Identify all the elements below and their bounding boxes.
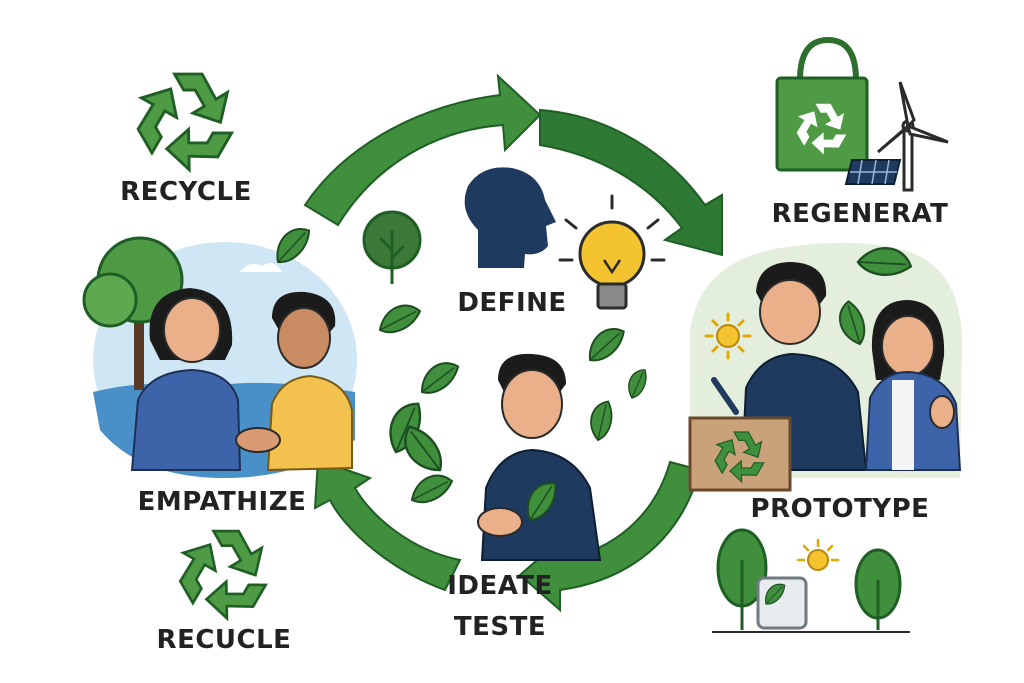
label-regenerat: REGENERAT — [771, 199, 949, 229]
label-teste: TESTE — [453, 612, 547, 642]
leaf-icon — [405, 469, 457, 508]
sun-icon — [796, 538, 840, 571]
ideate-scene — [378, 353, 602, 561]
wind-turbine-icon — [877, 81, 949, 192]
solar-panel-icon — [844, 159, 902, 185]
label-recucle: RECUCLE — [156, 625, 292, 655]
shopping-bag-icon — [775, 36, 869, 172]
prototype-scene — [688, 242, 962, 492]
cycle-arrow-bottom — [518, 460, 702, 613]
sun-icon — [704, 312, 752, 360]
empathize-scene — [82, 236, 357, 478]
head-profile-icon — [464, 167, 556, 268]
label-prototype: PROTOTYPE — [750, 494, 930, 524]
leaf-icon — [413, 355, 465, 400]
cycle-arrow-right — [539, 108, 723, 257]
leaf-icon — [621, 365, 653, 402]
label-ideate: IDEATE — [447, 571, 553, 601]
lightbulb-icon — [558, 194, 666, 310]
label-empathize: EMPATHIZE — [137, 487, 307, 517]
cycle-arrows — [303, 73, 723, 613]
tree-icon — [362, 210, 422, 284]
recycle-icon — [169, 531, 266, 627]
label-define: DEFINE — [457, 288, 567, 318]
tree-icon — [854, 548, 902, 630]
garden-scene — [712, 528, 910, 633]
leaf-icon — [373, 299, 425, 338]
tree-icon — [716, 528, 768, 630]
recycle-icon — [125, 74, 231, 179]
label-recycle: RECYCLE — [120, 177, 252, 207]
leaf-icon — [583, 397, 619, 444]
leaf-icon — [580, 320, 632, 367]
